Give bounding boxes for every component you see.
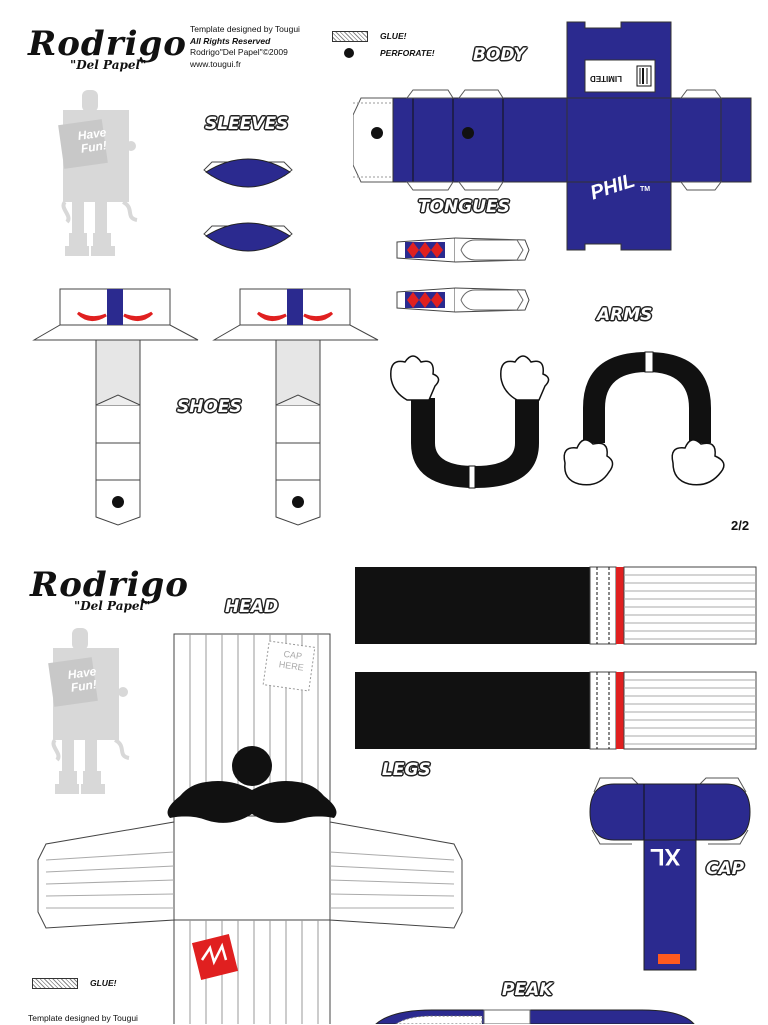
label-peak: PEAK: [502, 980, 553, 1000]
arms-template: [390, 351, 725, 489]
legs-template: [355, 566, 757, 750]
sleeves-template: [203, 158, 293, 252]
tongues-template: [396, 237, 530, 313]
peak-template: [375, 1009, 695, 1024]
logo-title-bottom: Rodrigo: [30, 565, 189, 605]
cap-template: [589, 777, 751, 971]
logo-subtitle: "Del Papel": [70, 58, 147, 72]
glue-legend-bottom: GLUE!: [90, 978, 117, 988]
credits-line-2: All Rights Reserved: [190, 35, 271, 46]
label-shoes: SHOES: [177, 397, 242, 417]
glue-legend: GLUE!: [380, 31, 407, 41]
body-template: [353, 21, 752, 251]
label-arms: ARMS: [597, 305, 653, 325]
logo-title: Rodrigo: [28, 24, 187, 64]
logo-subtitle-bottom: "Del Papel": [74, 599, 151, 613]
glue-swatch-bottom: [32, 978, 78, 989]
label-tongues: TONGUES: [418, 197, 510, 217]
cap-logo: XL: [650, 843, 681, 870]
credits-line-1: Template designed by Tougui: [190, 24, 300, 34]
preview-figure-bottom: [48, 628, 130, 794]
body-brand-trademark: TM: [640, 186, 651, 193]
credits-line-4: www.tougui.fr: [190, 58, 242, 69]
label-cap: CAP: [706, 859, 745, 879]
label-head: HEAD: [225, 597, 279, 617]
credits-bottom-line-1: Template designed by Tougui: [28, 1013, 138, 1023]
label-body: BODY: [473, 45, 526, 65]
shoes-template: [32, 288, 379, 526]
perforate-legend: PERFORATE!: [380, 48, 435, 58]
credits-block: Template designed by Tougui All Rights R…: [190, 24, 300, 70]
page-number: 2/2: [731, 518, 750, 533]
label-sleeves: SLEEVES: [205, 114, 289, 134]
head-template: [37, 633, 463, 1024]
credits-line-3: Rodrigo"Del Papel"©2009: [190, 47, 288, 57]
body-label-tag: LIMITED: [590, 74, 622, 83]
label-legs: LEGS: [382, 760, 431, 780]
preview-figure-top: [58, 90, 138, 256]
glue-swatch: [332, 31, 368, 42]
perforate-dot-icon: [344, 48, 354, 58]
